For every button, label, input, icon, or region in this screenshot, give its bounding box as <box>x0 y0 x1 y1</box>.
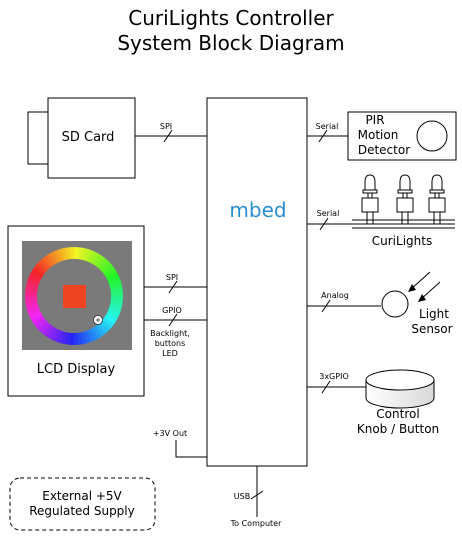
analog-label: Analog <box>321 291 349 300</box>
curilights-strip <box>352 219 455 229</box>
pir-label-3: Detector <box>358 143 410 157</box>
lcd-gpio-note-2: buttons <box>155 339 186 348</box>
selected-color-swatch <box>63 285 86 308</box>
led-2 <box>396 174 414 224</box>
lcd-gpio-note-1: Backlight, <box>150 329 190 338</box>
title-line-1: CuriLights Controller <box>128 6 334 30</box>
curilights-label: CuriLights <box>372 234 432 248</box>
pir-label-1: PIR <box>365 113 384 127</box>
lcd-gpio-label: GPIO <box>162 306 182 315</box>
lcd-gpio-note-3: LED <box>162 349 178 358</box>
led-1 <box>361 174 379 224</box>
knob-gpio-label: 3xGPIO <box>319 372 349 381</box>
pir-serial-label: Serial <box>316 122 339 131</box>
title-line-2: System Block Diagram <box>117 31 345 55</box>
sd-spi-label: SPI <box>160 122 172 131</box>
control-knob <box>365 369 435 409</box>
power-label: +3V Out <box>153 429 187 438</box>
light-sensor-label-2: Sensor <box>411 322 452 336</box>
pir-label-2: Motion <box>358 128 399 142</box>
usb-destination-label: To Computer <box>230 519 282 528</box>
color-wheel <box>25 247 123 345</box>
lcd-display-label: LCD Display <box>37 362 116 377</box>
lcd-display-block <box>7 225 145 397</box>
external-supply-block <box>9 477 156 531</box>
supply-label-2: Regulated Supply <box>29 504 135 518</box>
light-sensor-label-1: Light <box>419 307 449 321</box>
knob-label-2: Knob / Button <box>357 422 439 436</box>
supply-label-1: External +5V <box>42 489 122 503</box>
usb-label: USB <box>234 492 250 501</box>
bus-slash-marks <box>163 129 331 500</box>
sd-card-block <box>27 97 136 179</box>
power-wire <box>175 440 207 458</box>
lcd-screen <box>22 241 132 350</box>
light-sensor-arrows <box>408 284 426 302</box>
lcd-spi-label: SPI <box>166 273 178 282</box>
mbed-label: mbed <box>229 198 286 222</box>
sd-card-label: SD Card <box>62 130 115 145</box>
curilights-serial-label: Serial <box>317 209 340 218</box>
knob-label-1: Control <box>376 407 419 421</box>
led-3 <box>428 174 446 224</box>
mbed-block <box>206 97 308 467</box>
